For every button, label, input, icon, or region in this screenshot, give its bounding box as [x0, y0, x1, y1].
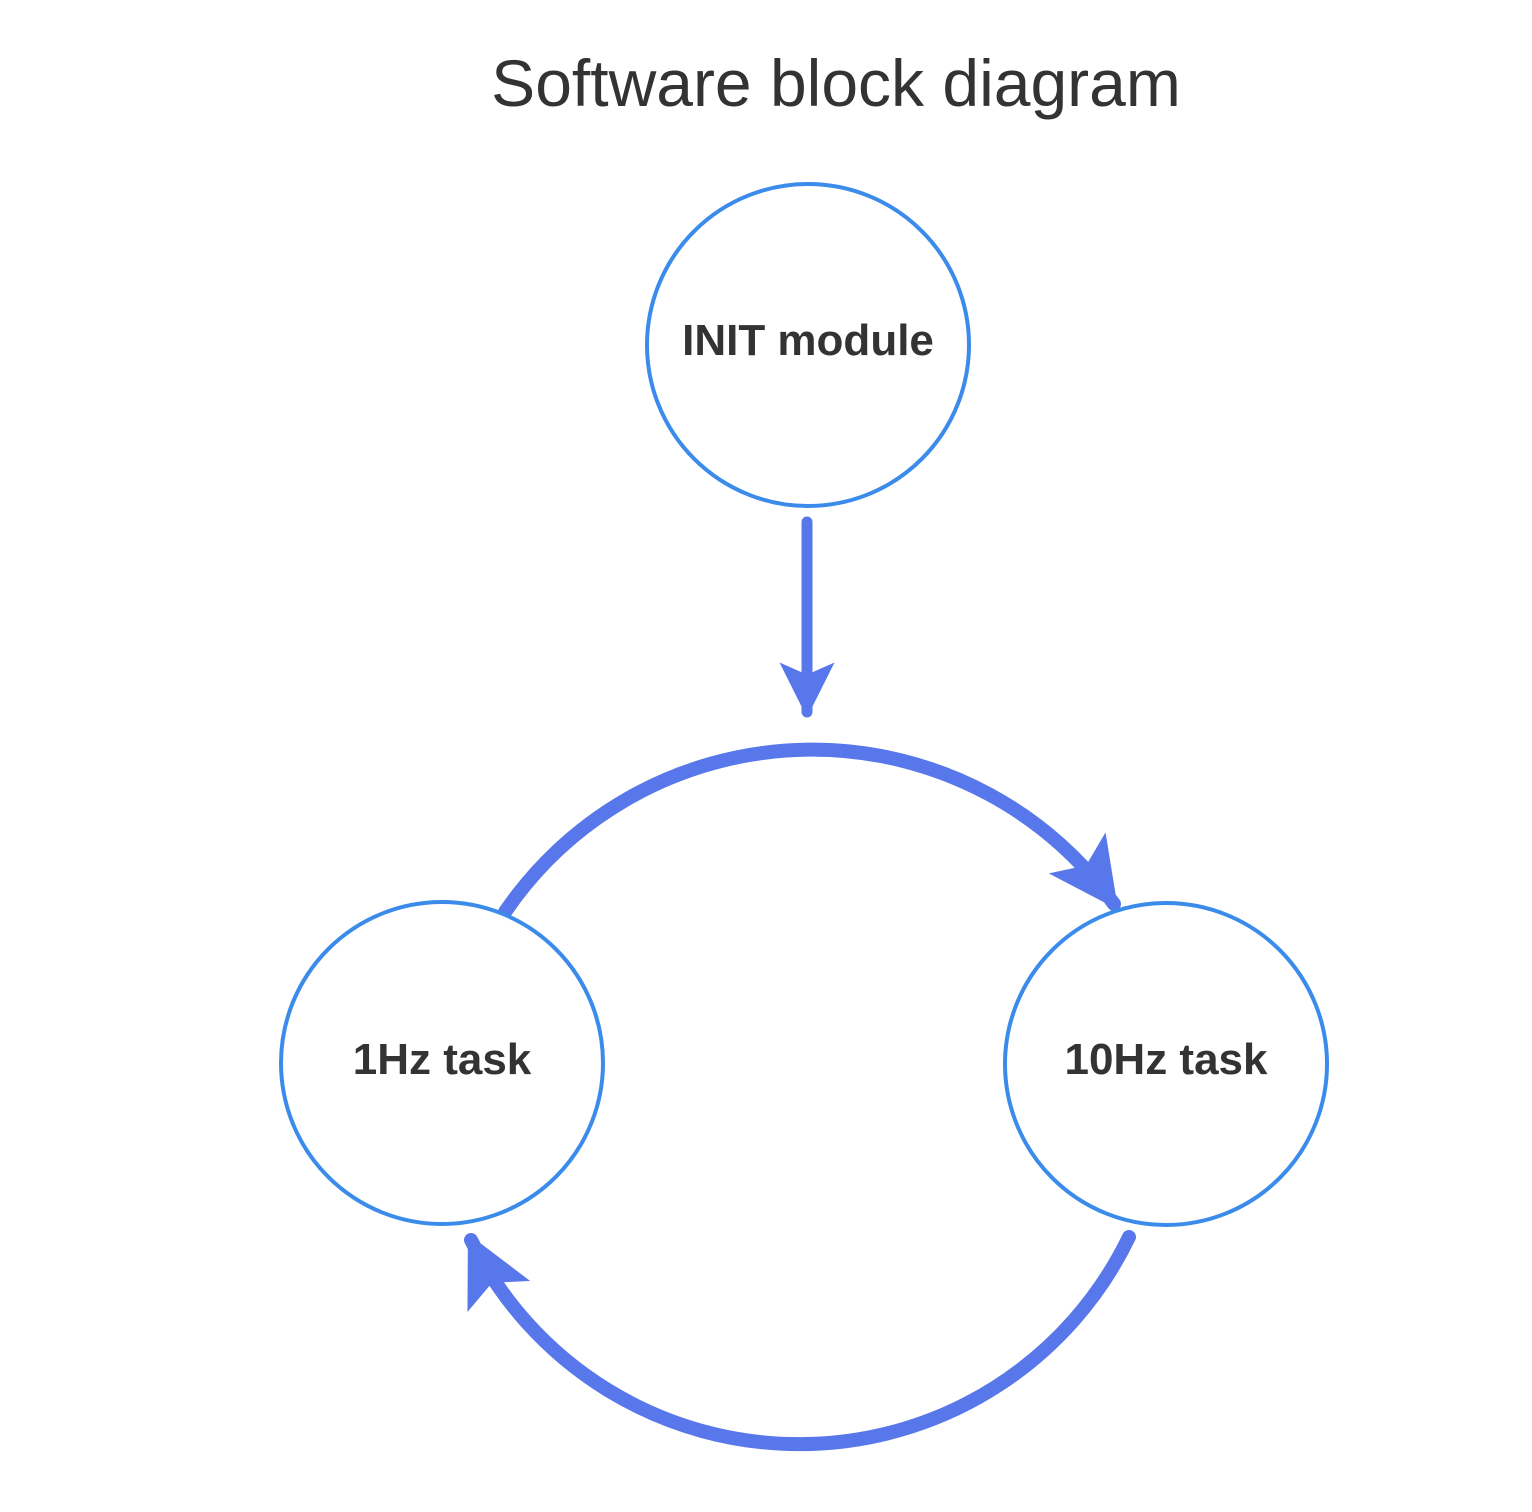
arrow-10hz-to-1hz: [464, 1230, 1136, 1452]
node-10hz-task: 10Hz task: [1003, 901, 1329, 1227]
node-10hz-task-label: 10Hz task: [1064, 1035, 1268, 1084]
node-init-module: INIT module: [645, 182, 971, 508]
node-init-module-label: INIT module: [682, 316, 934, 365]
node-init-module-circle: [645, 182, 971, 508]
node-1hz-task: 1Hz task: [279, 900, 605, 1226]
node-1hz-task-circle: [279, 900, 605, 1226]
node-1hz-task-label: 1Hz task: [353, 1035, 532, 1084]
arrow-1hz-to-10hz: [498, 742, 1121, 919]
diagram-title: Software block diagram: [491, 46, 1181, 120]
node-10hz-task-circle: [1003, 901, 1329, 1227]
